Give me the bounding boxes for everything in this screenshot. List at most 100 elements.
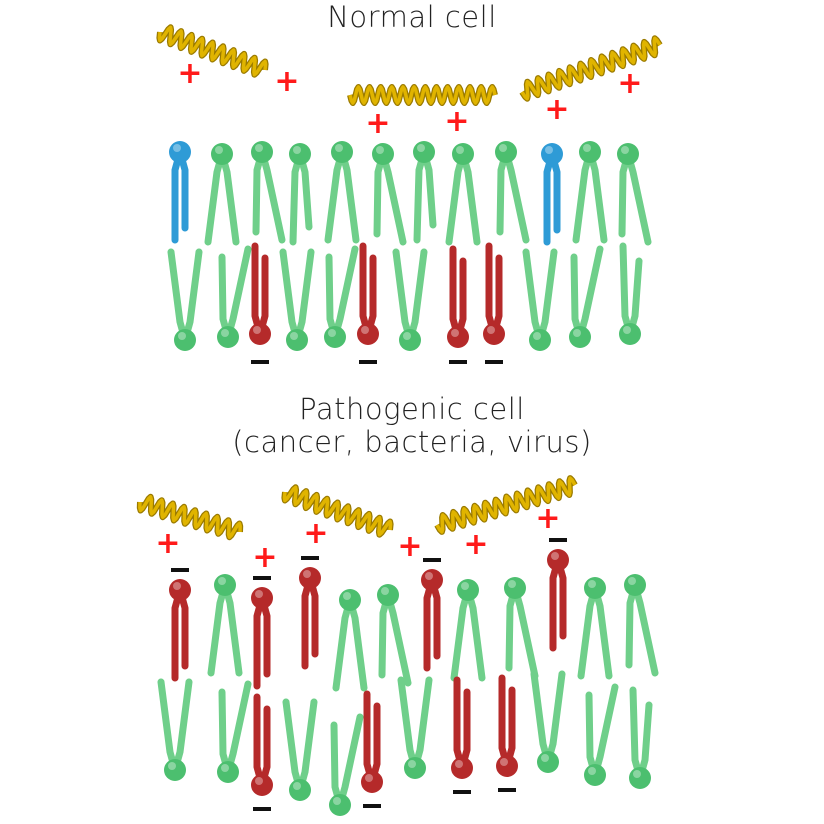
- peptide-helix-highlight: [157, 25, 268, 77]
- pathogenic-cell-title: Pathogenic cell: [299, 392, 525, 426]
- lipid-head: [629, 767, 651, 789]
- lipid-tail: [530, 670, 552, 766]
- lipid-tail: [368, 702, 381, 786]
- lipid-neutral: [569, 245, 604, 348]
- lipid-anionic: [496, 674, 518, 777]
- lipid-head: [584, 764, 606, 786]
- peptide-helix-highlight: [520, 36, 662, 101]
- lipid-head: [377, 584, 399, 606]
- lipid-tail: [591, 584, 613, 680]
- lipid-tail: [485, 242, 498, 338]
- lipid-tail: [625, 581, 639, 669]
- lipid-neutral: [251, 141, 286, 244]
- lipid-head-shine: [215, 146, 223, 154]
- lipid-head-shine: [381, 587, 389, 595]
- lipid-tail: [293, 248, 315, 344]
- lipid-tail: [282, 698, 304, 794]
- minus-sign: [253, 576, 271, 580]
- lipid-neutral: [392, 248, 428, 351]
- lipid-tail: [251, 242, 264, 338]
- lipid-tail: [548, 150, 561, 234]
- lipid-tail: [373, 150, 387, 238]
- lipid-tail: [449, 245, 462, 341]
- lipid-anionic: [447, 245, 469, 348]
- lipid-tail: [423, 576, 436, 672]
- lipid-tail: [629, 686, 644, 782]
- lipid-tail: [572, 148, 594, 244]
- minus-sign: [449, 360, 467, 364]
- lipid-head: [214, 574, 236, 596]
- lipid-head: [537, 751, 559, 773]
- lipid-head-shine: [500, 758, 508, 766]
- lipid-head-shine: [173, 144, 181, 152]
- lipid-tail: [392, 248, 414, 344]
- lipid-tail: [549, 556, 562, 652]
- lipid-tail: [253, 693, 266, 789]
- lipid-neutral: [397, 676, 433, 779]
- lipid-head: [404, 757, 426, 779]
- lipid-head-shine: [499, 144, 507, 152]
- lipid-tail: [490, 254, 503, 338]
- lipid-tail: [279, 248, 301, 344]
- lipid-head: [447, 326, 469, 348]
- plus-sign: +: [463, 527, 488, 562]
- lipid-neutral: [157, 678, 193, 781]
- lipid-tail: [325, 253, 339, 341]
- lipid-tail: [511, 584, 539, 680]
- lipid-tail: [453, 676, 466, 772]
- lipid-head-shine: [408, 760, 416, 768]
- lipid-tail: [397, 676, 419, 772]
- lipid-head-shine: [583, 144, 591, 152]
- lipid-head-shine: [365, 774, 373, 782]
- lipid-head: [357, 323, 379, 345]
- lipid-tail: [253, 594, 266, 690]
- lipid-anionic: [169, 579, 191, 682]
- lipid-anionic: [361, 690, 383, 793]
- lipid-tail: [503, 686, 516, 770]
- lipid-tail: [577, 584, 599, 680]
- lipid-head: [324, 326, 346, 348]
- lipid-head-shine: [588, 767, 596, 775]
- lipid-tail: [585, 691, 599, 779]
- lipid-head-shine: [255, 144, 263, 152]
- lipid-tail: [544, 670, 566, 766]
- lipid-neutral: [324, 141, 360, 244]
- lipid-tail: [324, 148, 346, 244]
- lipid-head-shine: [417, 144, 425, 152]
- lipid-head-shine: [376, 146, 384, 154]
- pathogenic-cell-subtitle: (cancer, bacteria, virus): [232, 425, 592, 459]
- lipid-tail: [618, 150, 632, 238]
- lipid-head: [496, 755, 518, 777]
- lipid-tail: [505, 584, 519, 672]
- peptide-helix-highlight: [138, 495, 242, 539]
- lipid-head: [569, 326, 591, 348]
- lipid-head-shine: [588, 580, 596, 588]
- lipid-neutral: [217, 245, 252, 348]
- lipid-tail: [301, 574, 314, 670]
- lipid-tail: [181, 248, 203, 344]
- lipid-head-shine: [455, 760, 463, 768]
- plus-sign: +: [365, 106, 390, 141]
- lipid-tail: [624, 150, 652, 246]
- lipid-head: [617, 143, 639, 165]
- lipid-neutral: [372, 143, 407, 246]
- minus-sign: [453, 790, 471, 794]
- lipid-head: [286, 329, 308, 351]
- lipid-head: [174, 329, 196, 351]
- lipid-tail: [570, 253, 584, 341]
- minus-sign: [253, 807, 271, 811]
- lipid-head-shine: [628, 577, 636, 585]
- lipid-neutral: [282, 698, 318, 801]
- lipid-head: [457, 579, 479, 601]
- lipid-tail: [224, 680, 252, 776]
- lipid-head-shine: [255, 777, 263, 785]
- minus-sign: [301, 556, 319, 560]
- lipid-head-shine: [487, 326, 495, 334]
- lipid-tail: [378, 591, 392, 679]
- lipid-head-shine: [533, 332, 541, 340]
- lipid-head: [421, 569, 443, 591]
- lipid-tail: [171, 678, 193, 774]
- lipid-head-shine: [303, 570, 311, 578]
- lipid-neutral: [445, 143, 481, 246]
- lipid-neutral: [522, 248, 558, 351]
